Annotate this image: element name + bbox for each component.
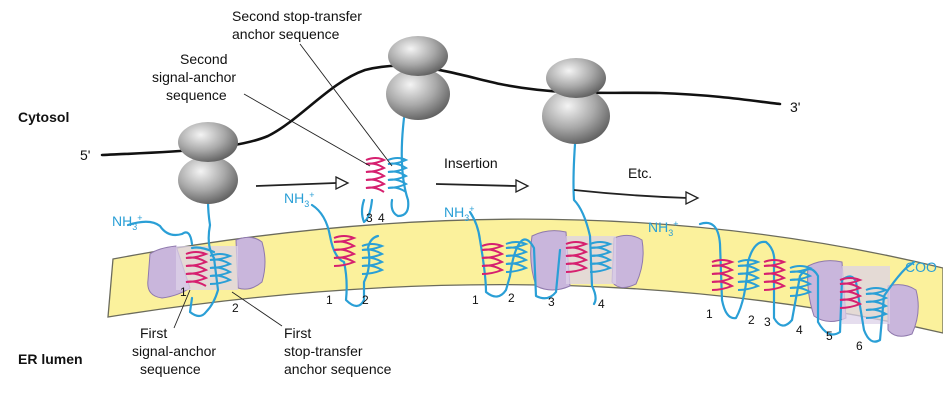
segment-number-2: 2	[508, 291, 515, 305]
segment-number-2: 2	[232, 301, 239, 315]
segment-number-4: 4	[796, 323, 803, 337]
svg-text:First: First	[140, 325, 167, 341]
ribosome-3-small	[546, 58, 606, 98]
svg-text:sequence: sequence	[166, 87, 227, 103]
segment-number-4: 4	[598, 297, 605, 311]
segment-number-1: 1	[180, 285, 187, 299]
n-terminus-1: NH3+	[112, 213, 143, 232]
svg-text:anchor sequence: anchor sequence	[284, 361, 392, 377]
segment-number-1: 1	[706, 307, 713, 321]
n-terminus-2: NH3+	[284, 190, 315, 209]
svg-text:Second: Second	[180, 51, 227, 67]
etc-label: Etc.	[628, 165, 652, 181]
cytosol-label: Cytosol	[18, 109, 69, 125]
segment-number-5: 5	[826, 329, 833, 343]
step-arrow-insertion: Insertion	[436, 155, 528, 192]
segment-number-3: 3	[764, 315, 771, 329]
segment-number-1: 1	[472, 293, 479, 307]
svg-text:signal-anchor: signal-anchor	[132, 343, 216, 359]
translocon-right	[888, 285, 918, 337]
svg-text:Second stop-transfer: Second stop-transfer	[232, 8, 362, 24]
step-arrow-etc: Etc.	[574, 165, 698, 204]
segment-number-2: 2	[748, 313, 755, 327]
mrna-five-prime-label: 5'	[80, 147, 90, 163]
segment-number-2: 2	[362, 293, 369, 307]
callout-second-stop-transfer: Second stop-transfer anchor sequence	[232, 8, 392, 166]
ribosome-1-small	[178, 122, 238, 162]
er-lumen-label: ER lumen	[18, 351, 83, 367]
second-signal-anchor-coil	[366, 158, 384, 192]
insertion-label: Insertion	[444, 155, 498, 171]
svg-text:sequence: sequence	[140, 361, 201, 377]
step-arrow-1	[256, 177, 348, 189]
segment-number-3: 3	[366, 211, 373, 225]
translocon-right	[236, 237, 265, 289]
c-terminus: COO	[905, 259, 937, 275]
ribosome-2-small	[388, 36, 448, 76]
translocon-left	[531, 231, 570, 290]
svg-text:signal-anchor: signal-anchor	[152, 69, 236, 85]
segment-number-6: 6	[856, 339, 863, 353]
ribosome-1-large	[178, 156, 238, 204]
second-stop-transfer-coil	[388, 158, 406, 192]
channel	[176, 246, 238, 290]
svg-text:stop-transfer: stop-transfer	[284, 343, 363, 359]
svg-text:First: First	[284, 325, 311, 341]
mrna-three-prime-label: 3'	[790, 99, 800, 115]
svg-text:anchor sequence: anchor sequence	[232, 26, 340, 42]
segment-number-3: 3	[548, 295, 555, 309]
segment-number-1: 1	[326, 293, 333, 307]
segment-number-4: 4	[378, 211, 385, 225]
